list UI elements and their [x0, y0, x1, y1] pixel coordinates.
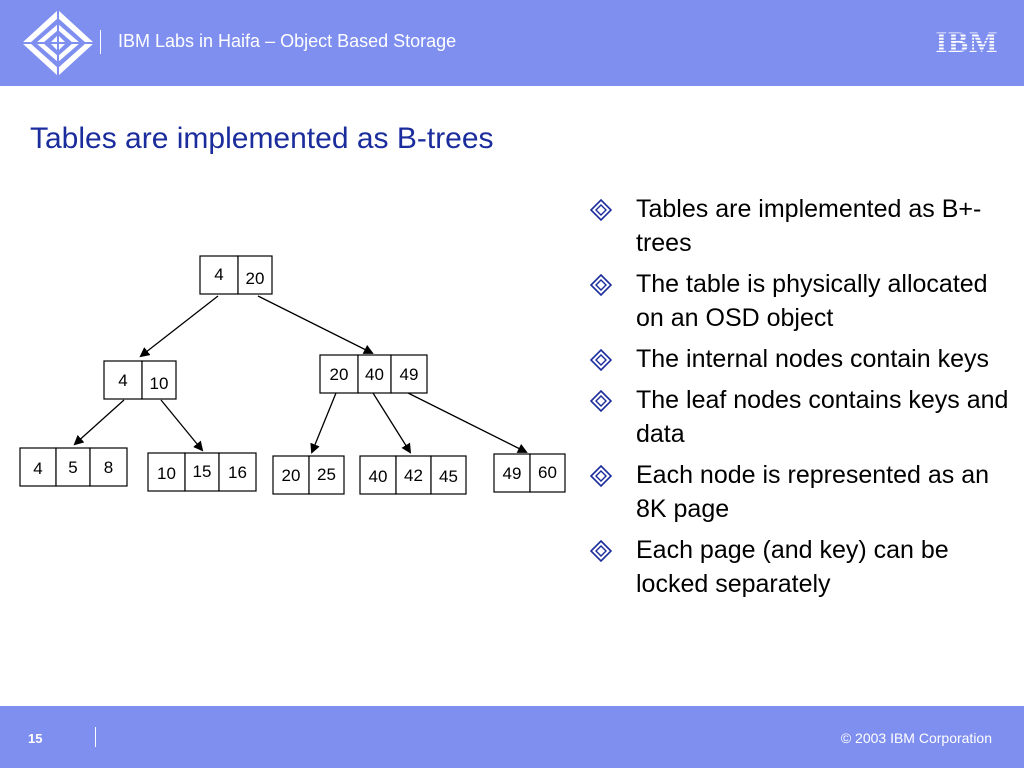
bullet-item: The table is physically allocated on an …	[590, 267, 1010, 335]
tree-node-leaf-5: 49 60	[493, 453, 566, 493]
key-cell	[237, 255, 273, 295]
tree-edge-arrow	[139, 295, 219, 358]
key-label: 15	[193, 462, 212, 481]
diamond-icon	[590, 274, 612, 296]
diamond-icon	[590, 199, 612, 221]
key-cell	[184, 452, 220, 492]
bullet-text: The internal nodes contain keys	[636, 345, 989, 373]
diamond-icon	[590, 349, 612, 371]
key-label: 10	[150, 374, 169, 393]
key-cell	[357, 354, 392, 394]
key-label: 5	[68, 458, 77, 477]
page-number: 15	[28, 731, 43, 746]
tree-edge-arrow	[310, 392, 337, 454]
key-cell	[147, 452, 186, 492]
tree-edge-arrow	[372, 392, 412, 454]
diamond-icon	[590, 390, 612, 412]
bullet-item: The internal nodes contain keys	[590, 342, 1010, 376]
diamond-icon	[590, 465, 612, 487]
key-cell	[319, 354, 359, 394]
bullet-item: Each node is represented as an 8K page	[590, 458, 1010, 526]
tree-node-internal-left: 4 10	[103, 360, 177, 400]
bullet-item: The leaf nodes contains keys and data	[590, 383, 1010, 451]
copyright: © 2003 IBM Corporation	[840, 730, 992, 746]
bullet-text: Tables are implemented as B+-trees	[636, 195, 982, 257]
key-label: 40	[369, 467, 388, 486]
key-label: 20	[246, 269, 265, 288]
key-cell	[359, 455, 397, 495]
key-label: 42	[404, 466, 423, 485]
key-label: 49	[503, 464, 522, 483]
header-bar: IBM Labs in Haifa – Object Based Storage…	[0, 0, 1024, 86]
tree-node-root: 4 20	[199, 255, 273, 295]
bullet-text: The leaf nodes contains keys and data	[636, 386, 1009, 448]
key-label: 4	[214, 265, 223, 284]
key-cell	[89, 447, 128, 487]
footer-bar: 15 © 2003 IBM Corporation	[0, 706, 1024, 768]
bullet-text: Each page (and key) can be locked separa…	[636, 536, 949, 598]
key-label: 20	[330, 365, 349, 384]
diamond-logo-icon	[22, 10, 94, 76]
tree-node-internal-right: 20 40 49	[319, 354, 428, 394]
ibm-logo: IBM	[936, 28, 999, 54]
key-cell	[199, 255, 239, 295]
key-cell	[493, 453, 531, 493]
bullet-text: The table is physically allocated on an …	[636, 270, 988, 332]
key-cell	[390, 354, 428, 394]
header-divider	[100, 30, 101, 54]
key-label: 40	[365, 365, 384, 384]
footer-divider	[95, 727, 96, 747]
header-title: IBM Labs in Haifa – Object Based Storage	[118, 31, 457, 51]
tree-edge-arrow	[257, 295, 374, 354]
tree-edge-arrow	[160, 399, 204, 452]
key-label: 45	[439, 467, 458, 486]
key-cell	[55, 447, 91, 487]
bullet-item: Each page (and key) can be locked separa…	[590, 533, 1010, 601]
key-label: 16	[228, 463, 247, 482]
svg-text:IBM: IBM	[936, 28, 999, 54]
key-label: 49	[400, 365, 419, 384]
key-cell	[529, 453, 566, 493]
key-cell	[218, 452, 257, 492]
tree-node-leaf-2: 10 15 16	[147, 452, 257, 492]
key-cell	[430, 455, 467, 495]
tree-edge-arrow	[73, 399, 125, 446]
key-cell	[308, 455, 345, 495]
key-label: 10	[157, 464, 176, 483]
key-label: 25	[317, 465, 336, 484]
bullet-text: Each node is represented as an 8K page	[636, 461, 990, 523]
key-label: 20	[282, 466, 301, 485]
diamond-icon	[590, 540, 612, 562]
slide-title: Tables are implemented as B-trees	[30, 122, 494, 155]
tree-node-leaf-1: 4 5 8	[19, 447, 128, 487]
tree-node-leaf-4: 40 42 45	[359, 455, 467, 495]
key-label: 4	[118, 371, 127, 390]
key-label: 4	[33, 459, 42, 478]
key-cell	[141, 360, 177, 400]
tree-edge-arrow	[407, 392, 528, 453]
key-label: 8	[104, 458, 113, 477]
key-label: 60	[538, 463, 557, 482]
bullet-item: Tables are implemented as B+-trees	[590, 192, 1010, 260]
key-cell	[103, 360, 143, 400]
